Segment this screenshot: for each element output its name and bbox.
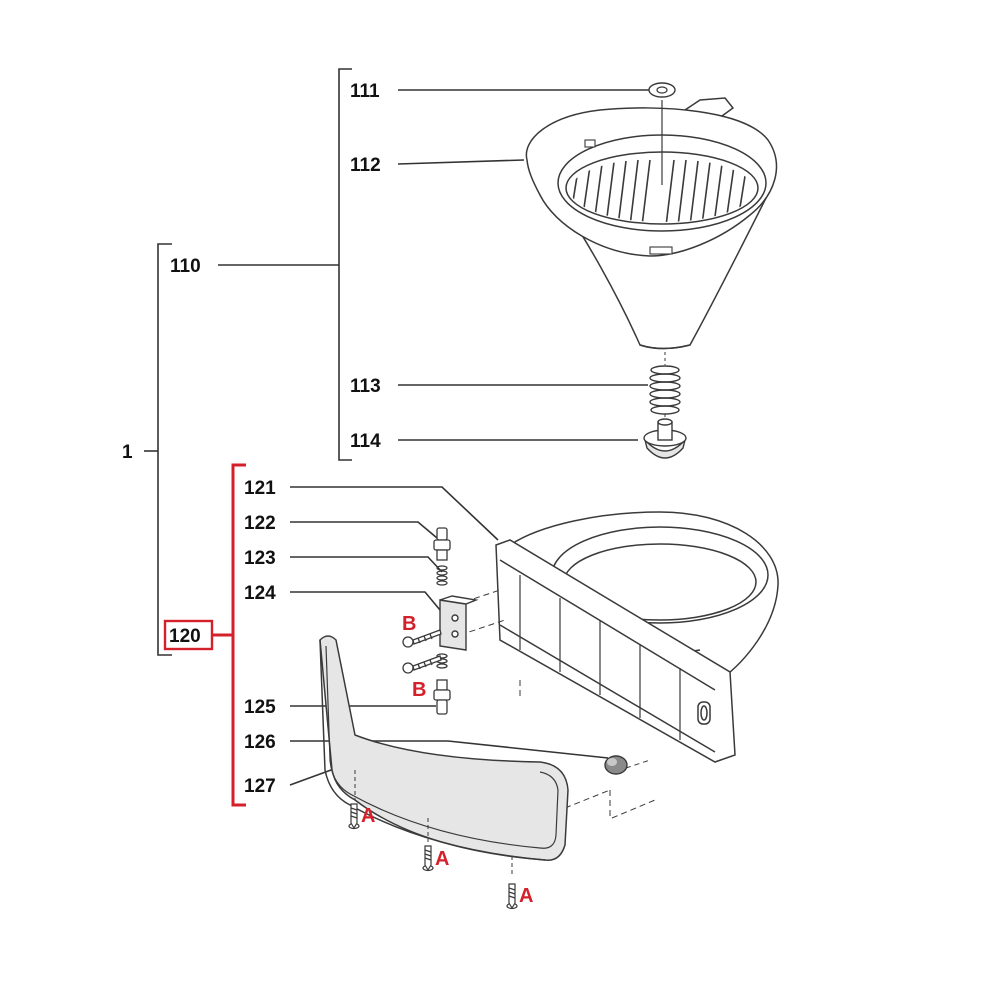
label-121: 121 (244, 478, 276, 499)
leader-124 (290, 591, 441, 611)
part-111-ring-seal (648, 82, 676, 98)
screw-a-2 (422, 818, 434, 872)
label-111: 111 (350, 81, 380, 102)
label-124: 124 (244, 583, 276, 604)
part-125-lower-pin (433, 653, 451, 715)
label-1: 1 (122, 442, 133, 463)
bracket-110 (338, 68, 352, 461)
group-120-box (163, 619, 214, 651)
screw-b-upper (402, 629, 442, 648)
label-114: 114 (350, 431, 381, 452)
label-123: 123 (244, 548, 276, 569)
tag-b-upper: B (402, 613, 416, 635)
leader-122 (290, 521, 438, 539)
part-number-labels: 1 110 111 112 113 114 120 121 122 123 12… (122, 81, 381, 797)
label-127: 127 (244, 776, 276, 797)
label-126: 126 (244, 732, 276, 753)
label-113: 113 (350, 376, 381, 397)
part-112-filter-holder (525, 97, 778, 350)
screws-b (402, 629, 442, 674)
screw-a-3 (506, 856, 518, 910)
group-120-bracket (163, 463, 246, 807)
label-112: 112 (350, 155, 381, 176)
part-126-knob (604, 755, 651, 775)
leader-112 (397, 159, 525, 165)
part-127-front-panel (319, 635, 569, 861)
label-110: 110 (170, 256, 201, 277)
tag-a-3: A (519, 885, 533, 907)
tag-a-2: A (435, 848, 449, 870)
screw-b-lower (402, 655, 442, 674)
part-123-pin-spring (436, 565, 448, 586)
tag-a-1: A (361, 805, 375, 827)
part-113-spring (649, 352, 681, 424)
part-124-hinge-bracket (439, 595, 479, 651)
screw-a-1 (348, 770, 360, 830)
label-120: 120 (169, 626, 201, 647)
label-122: 122 (244, 513, 276, 534)
part-121-housing (454, 511, 779, 819)
leader-123 (290, 556, 443, 573)
screws-a (348, 770, 518, 910)
tag-b-lower: B (412, 679, 426, 701)
root-bracket (157, 243, 172, 656)
leader-121 (290, 486, 499, 541)
label-125: 125 (244, 697, 276, 718)
fastener-tags: B B A A A (361, 613, 533, 907)
part-114-valve (643, 418, 687, 459)
part-122-upper-pin (433, 527, 451, 561)
